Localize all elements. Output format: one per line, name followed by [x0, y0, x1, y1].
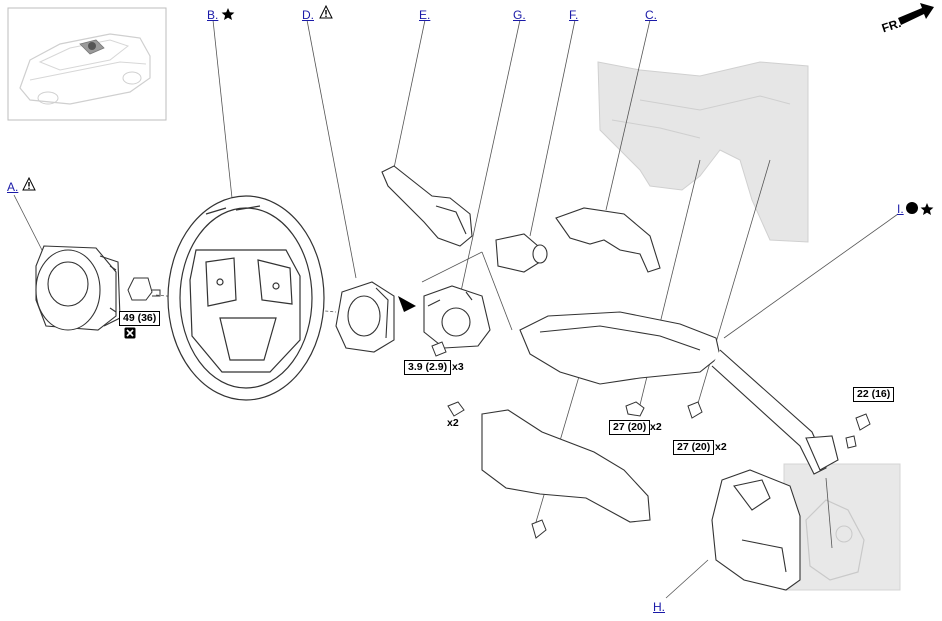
warning-triangle-icon	[319, 5, 333, 19]
torque-switch-screw: 3.9 (2.9)	[404, 360, 452, 375]
callout-b-link[interactable]: B.	[207, 8, 219, 22]
upper-column-cover	[555, 207, 661, 273]
qty-column-bolt: x2	[715, 441, 727, 453]
combination-switch-body	[423, 285, 491, 349]
front-direction-arrow-icon	[898, 3, 934, 25]
install-direction-pointer	[398, 296, 416, 312]
callout-a-link[interactable]: A.	[7, 180, 19, 194]
floor-joint-ghost	[783, 463, 901, 591]
lower-column-cover	[481, 409, 651, 523]
qty-cover-screw: x2	[447, 417, 459, 429]
callout-h-link[interactable]: H.	[653, 600, 665, 614]
torque-column-nut: 27 (20)	[609, 420, 651, 435]
callout-c-link[interactable]: C.	[645, 8, 657, 22]
star-icon	[221, 8, 235, 20]
callout-d-link[interactable]: D.	[302, 8, 314, 22]
airbag-bolt	[127, 277, 161, 301]
torque-airbag-bolt: 49 (36)	[119, 311, 161, 326]
qty-switch-screw: x3	[452, 361, 464, 373]
cable-reel	[335, 281, 395, 353]
qty-column-nut: x2	[650, 421, 662, 433]
steering-column	[519, 311, 839, 475]
callout-e-link[interactable]: E.	[419, 8, 431, 22]
callout-g-link[interactable]: G.	[513, 8, 526, 22]
x-box-icon	[124, 327, 136, 339]
column-fasteners	[431, 341, 871, 539]
dashboard-frame-ghost	[597, 61, 809, 243]
callout-i-link[interactable]: I.	[897, 202, 904, 216]
vehicle-location-thumbnail	[7, 7, 167, 121]
warning-triangle-icon	[22, 177, 36, 191]
black-circle-icon	[906, 202, 918, 214]
steering-wheel	[167, 195, 325, 401]
star-icon	[920, 203, 934, 215]
torque-joint-bolt: 22 (16)	[853, 387, 895, 402]
callout-f-link[interactable]: F.	[569, 8, 579, 22]
driver-airbag	[35, 245, 121, 331]
wiper-switch	[381, 165, 473, 247]
key-cylinder-unit	[495, 233, 548, 273]
knee-bolster-panel	[711, 469, 801, 591]
torque-column-bolt: 27 (20)	[673, 440, 715, 455]
